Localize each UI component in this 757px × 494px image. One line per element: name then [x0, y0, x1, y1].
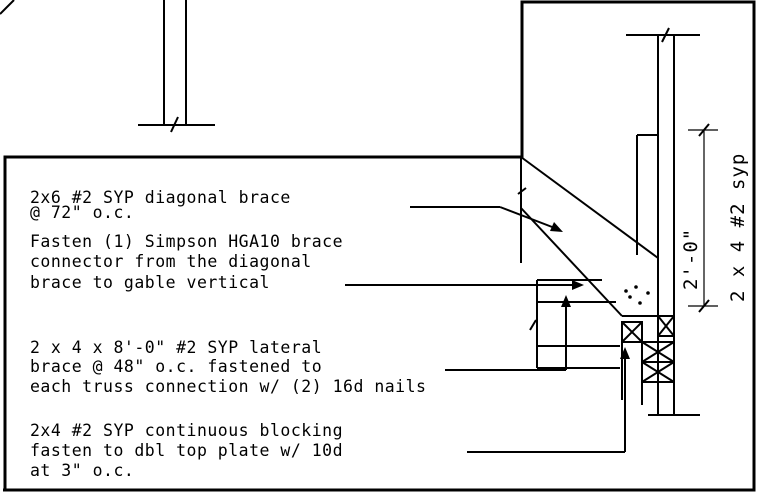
connector-note-1: Fasten (1) Simpson HGA10 brace [30, 232, 343, 251]
detail-callout-bubble [0, 0, 15, 15]
blocking-note-1: 2x4 #2 SYP continuous blocking [30, 421, 343, 440]
lateral-brace-note-1: 2 x 4 x 8'-0" #2 SYP lateral [30, 338, 322, 357]
drawing-frame [3, 0, 756, 492]
gable-stud-upper [138, 0, 215, 133]
dimension-member: 2 x 4 #2 syp [727, 153, 749, 302]
connector-note-2: connector from the diagonal [30, 252, 312, 271]
blocking-note-3: at 3" o.c. [30, 461, 134, 480]
lateral-brace-note-2: brace @ 48" o.c. fastened to [30, 357, 322, 376]
dimension-lines [688, 123, 718, 313]
diagonal-brace-note-1: 2x6 #2 SYP diagonal brace [30, 188, 291, 207]
leaders [345, 206, 630, 453]
connector-note-3: brace to gable vertical [30, 273, 270, 292]
blocking-note-2: fasten to dbl top plate w/ 10d [30, 441, 343, 460]
lateral-brace [529, 279, 620, 369]
dimension-length: 2'-0" [680, 228, 702, 290]
blocking [621, 315, 675, 405]
diagonal-brace-note-2: @ 72" o.c. [30, 203, 134, 222]
gable-vertical [626, 27, 700, 416]
lateral-brace-note-3: each truss connection w/ (2) 16d nails [30, 377, 427, 396]
